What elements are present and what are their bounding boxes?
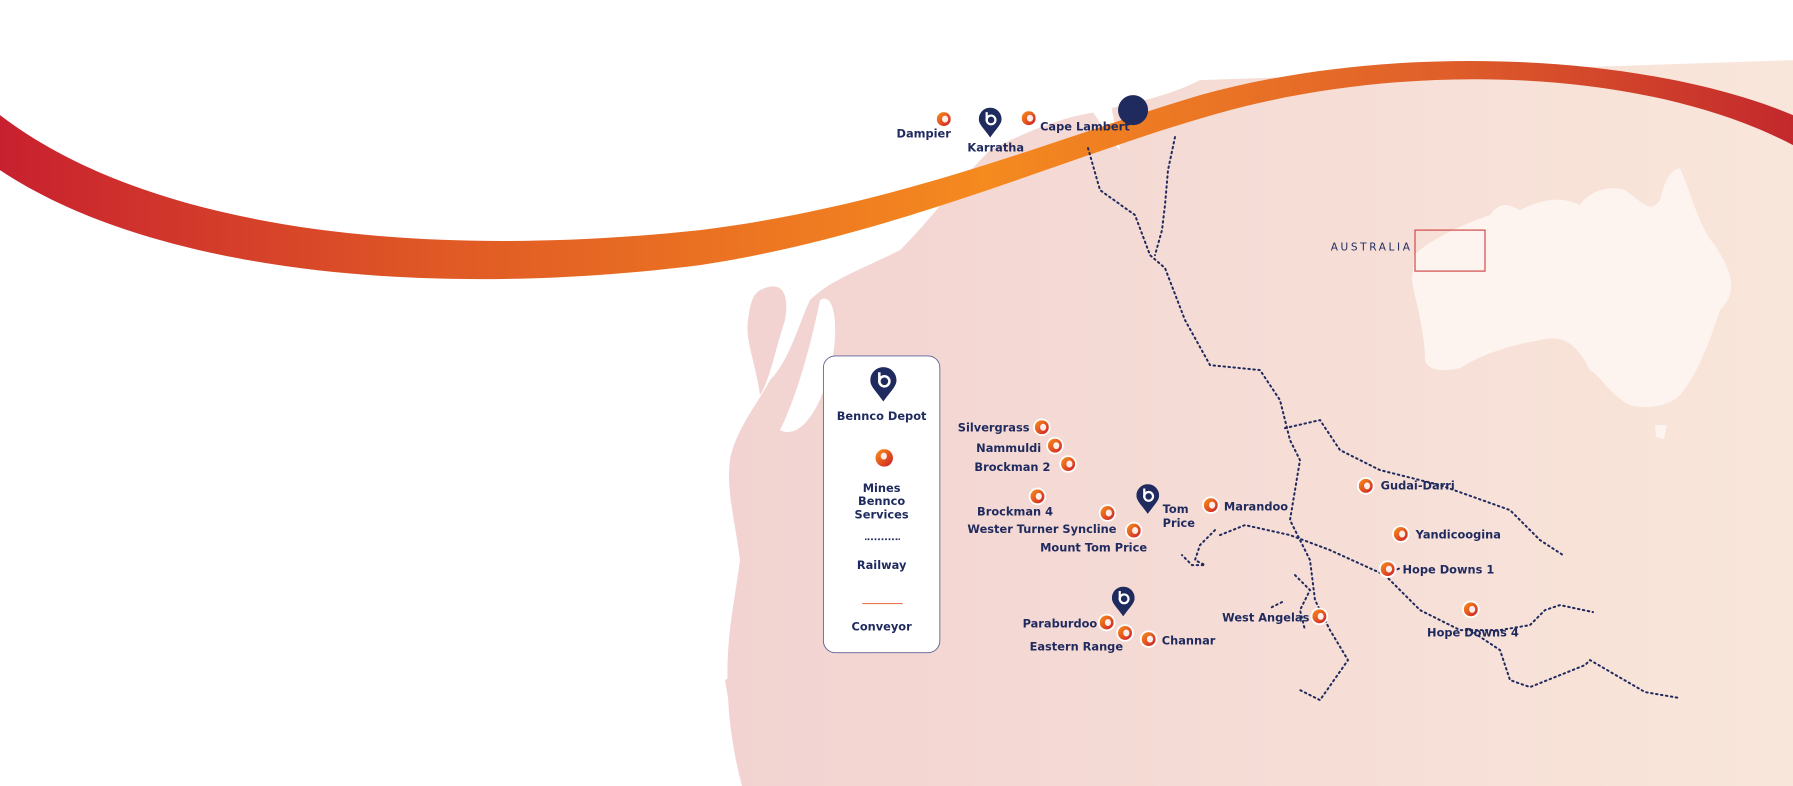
mine-marker-icon[interactable] [1202,496,1220,514]
mine-label: Yandicoogina [1415,528,1501,542]
mine-marker-icon [873,447,895,469]
legend-railway-label: Railway [856,559,907,573]
mine-marker-icon[interactable] [1046,436,1064,455]
map-legend: Bennco Depot Mines Bennco Services Railw… [822,355,941,654]
mine-label: Nammuldi [976,442,1042,456]
mine-label: Wester Turner Syncline [967,523,1117,537]
depot-label-karratha: Karratha [967,141,1025,155]
mine-label: Brockman 2 [974,461,1051,475]
inset-label: AUSTRALIA [1330,240,1413,254]
mine-marker-icon[interactable] [1310,607,1329,626]
legend-conveyor-label: Conveyor [851,620,912,634]
mine-label: Dampier [896,127,951,141]
railway-lines [1087,136,1681,702]
legend-mines-label: Mines Bennco Services [854,482,909,522]
depot-pin-karratha [1118,95,1149,126]
depot-pin-icon [870,367,897,402]
mine-marker-icon[interactable] [1139,630,1158,648]
depot-pin-icon[interactable] [1136,484,1160,514]
mine-label: Hope Downs 4 [1427,626,1519,640]
mine-label: West Angelas [1222,611,1310,626]
mine-label: Marandoo [1223,500,1289,514]
mine-label: Cape Lambert [1040,120,1130,134]
depot-label-tom-price: Tom Price [1162,503,1195,531]
mine-marker-icon[interactable] [1019,109,1038,127]
inset-highlight-box [1414,229,1486,272]
mine-marker-icon[interactable] [1033,418,1051,436]
peninsula [747,286,787,396]
australia-inset [1412,168,1732,408]
mine-label: Hope Downs 1 [1402,563,1495,577]
brand-ribbon [0,60,1793,280]
mine-marker-icon[interactable] [1028,487,1047,506]
mine-marker-icon[interactable] [935,110,953,128]
conveyor-legend-swatch [862,603,903,605]
mine-marker-icon[interactable] [1125,521,1143,540]
depot-pins [1118,95,1149,126]
railway-legend-swatch [864,538,901,541]
mine-label: Gudai-Darri [1380,479,1455,493]
depot-pin-icon[interactable] [1111,586,1135,617]
legend-depot-label: Bennco Depot [836,410,927,424]
mine-marker-icon[interactable] [1059,455,1077,473]
mine-marker-icon[interactable] [1462,600,1480,619]
mine-marker-icon[interactable] [1357,477,1375,495]
mine-marker-icon[interactable] [1378,560,1397,578]
mine-marker-icon[interactable] [1392,525,1410,543]
mine-label: Silvergrass [957,421,1030,436]
depot-pin-icon[interactable] [978,107,1002,138]
mine-label: Mount Tom Price [1040,541,1148,556]
mine-marker-icon[interactable] [1097,613,1116,632]
mine-marker-icon[interactable] [1116,624,1134,642]
mine-label: Channar [1161,634,1216,648]
mine-label: Eastern Range [1029,640,1124,654]
mine-label: Brockman 4 [977,506,1053,520]
mine-label: Paraburdoo [1022,618,1098,632]
mine-marker-icon[interactable] [1098,504,1117,522]
